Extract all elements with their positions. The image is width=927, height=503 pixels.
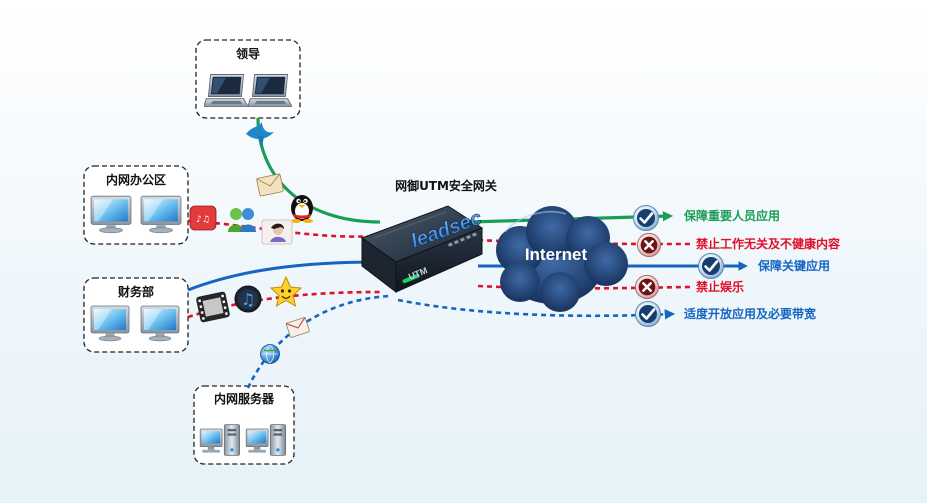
cross-icon — [636, 232, 662, 258]
policy-label-key-apps: 保障关键应用 — [757, 258, 830, 273]
gateway-title: 网御UTM安全网关 — [395, 178, 497, 193]
policy-label-open-apps: 适度开放应用及必要带宽 — [684, 306, 816, 321]
flow-line-server — [246, 294, 391, 389]
server-tower-icon — [245, 424, 287, 456]
check-icon — [634, 300, 662, 328]
zone-label-finance: 财务部 — [117, 284, 154, 299]
penguin-icon — [291, 195, 313, 223]
star-icon — [269, 275, 303, 308]
check-icon — [632, 204, 660, 232]
photo-thumbnail — [261, 219, 293, 245]
policy-label-block-entertainment: 禁止娱乐 — [696, 279, 744, 294]
mail-icon — [256, 173, 284, 197]
svg-text:♪♫: ♪♫ — [196, 215, 210, 225]
flow-line-finance-main — [187, 260, 381, 292]
policy-label-block-content: 禁止工作无关及不健康内容 — [696, 236, 840, 251]
music-app-icon: ♪♫ — [189, 205, 217, 231]
laptop-icon — [204, 73, 248, 107]
film-icon — [196, 291, 230, 323]
music-icon: ♫ — [234, 285, 262, 313]
mail-icon — [285, 317, 310, 338]
utm-gateway-device — [360, 205, 484, 294]
cross-icon — [634, 274, 660, 300]
flow-out-open-app — [397, 298, 676, 320]
zone-label-office: 内网办公区 — [106, 172, 166, 187]
bird-icon — [246, 122, 274, 148]
check-icon — [697, 252, 725, 280]
server-tower-icon — [199, 424, 241, 456]
internet-label: Internet — [525, 245, 588, 264]
zone-label-leadership: 领导 — [236, 46, 260, 61]
zone-label-server: 内网服务器 — [214, 391, 275, 406]
svg-text:♫: ♫ — [241, 290, 255, 309]
flow-line-leadership — [256, 117, 381, 224]
policy-label-important-staff: 保障重要人员应用 — [683, 208, 780, 223]
laptop-icon — [248, 73, 292, 107]
internet-cloud — [496, 206, 628, 312]
messenger-icon — [228, 208, 256, 232]
globe-icon — [260, 344, 280, 364]
